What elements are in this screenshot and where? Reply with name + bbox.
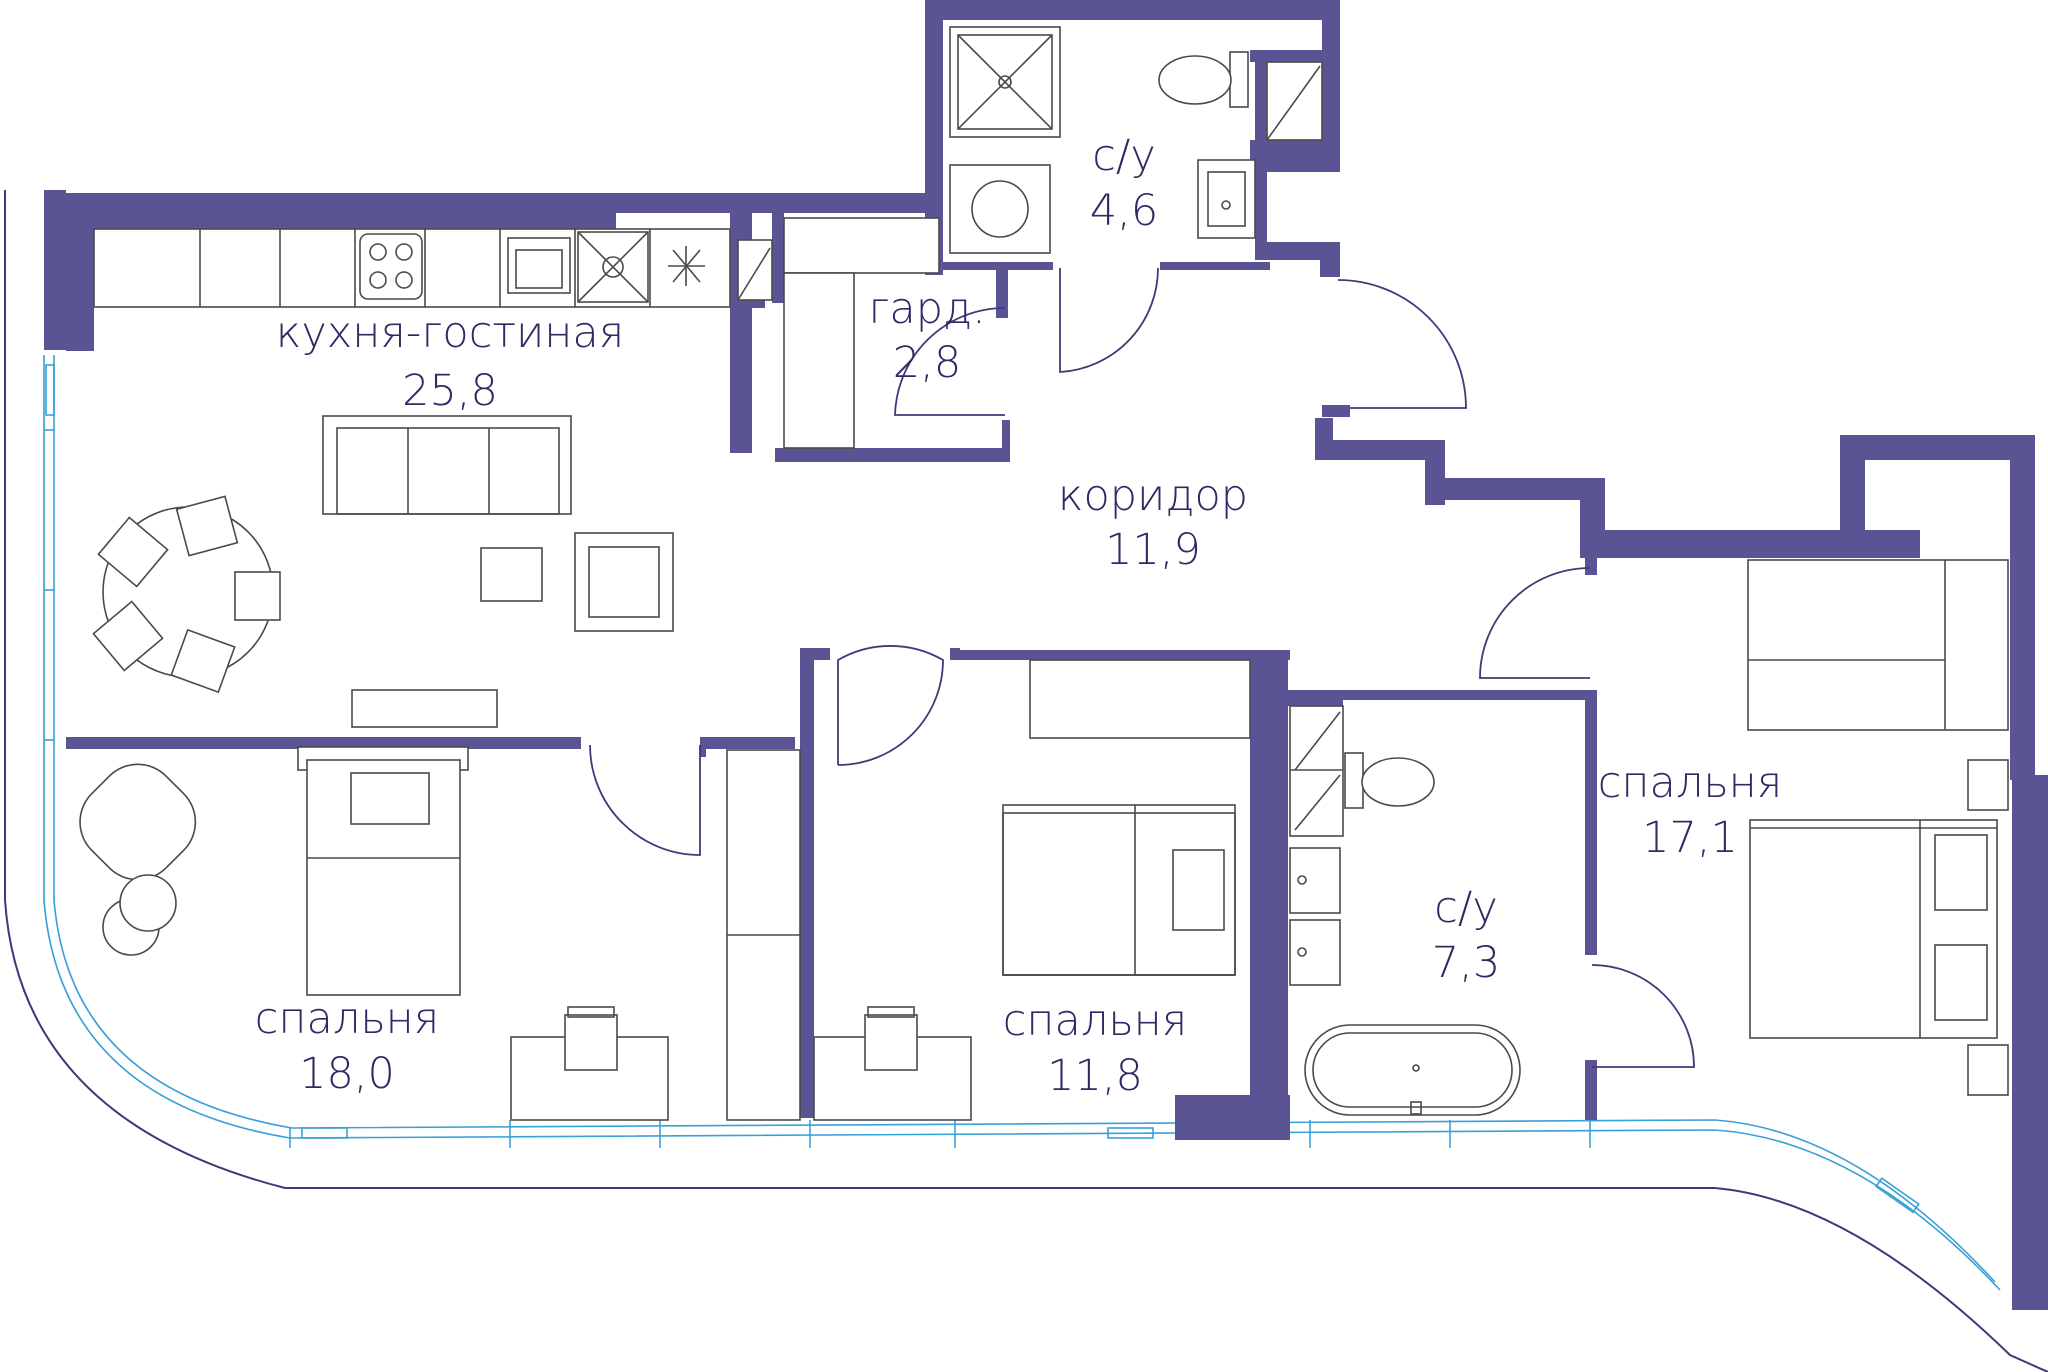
room-name-corridor: коридор: [1058, 471, 1248, 521]
wardrobe-middle: [1029, 659, 1251, 739]
facade-glazing: [4, 190, 2048, 1372]
desk-middle: [813, 1006, 972, 1121]
room-name-kitchen-living: кухня-гостиная: [276, 308, 624, 358]
toilet-1: [1158, 51, 1249, 108]
kitchen-counter: [93, 228, 731, 308]
washbasin-1: [1197, 159, 1256, 239]
room-area-bedroom-right: 17,1: [1642, 813, 1738, 863]
coffee-table: [480, 547, 543, 602]
bathroom-cabinet-2: [1289, 705, 1344, 837]
wardrobe-rack: [783, 272, 855, 449]
desk-left: [510, 1006, 669, 1121]
room-area-corridor: 11,9: [1105, 525, 1201, 575]
sink-icon: [507, 237, 571, 294]
doors: [589, 267, 1695, 1068]
room-name-bathroom-1: с/у: [1092, 131, 1156, 181]
cooktop-icon: [359, 233, 423, 300]
wardrobe-shelf: [783, 217, 940, 274]
room-name-wardrobe: гард.: [868, 284, 986, 334]
fan-icon: [668, 246, 705, 286]
room-area-bathroom-2: 7,3: [1432, 938, 1500, 988]
room-area-bedroom-left: 18,0: [299, 1049, 395, 1099]
room-area-bedroom-middle: 11,8: [1047, 1051, 1143, 1101]
toilet-2: [1344, 752, 1435, 809]
sofa: [322, 415, 572, 515]
washer: [949, 164, 1051, 254]
shower: [949, 26, 1061, 138]
armchair: [574, 532, 674, 632]
room-name-bathroom-2: с/у: [1434, 883, 1498, 933]
tv-stand: [351, 689, 498, 728]
bed-right: [1749, 759, 2009, 1096]
room-area-bathroom-1: 4,6: [1090, 186, 1158, 236]
bed-left: [297, 746, 469, 996]
wardrobe-right: [1747, 559, 2009, 731]
room-name-bedroom-left: спальня: [255, 994, 440, 1044]
room-area-wardrobe: 2,8: [893, 338, 961, 388]
bathtub: [1304, 1024, 1521, 1116]
dining-table: [92, 495, 281, 694]
room-area-kitchen-living: 25,8: [402, 366, 498, 416]
armchair-round: [79, 763, 197, 956]
washbasin-2: [1289, 847, 1341, 986]
room-labels: кухня-гостиная 25,8 с/у 4,6 гард. 2,8 ко…: [255, 131, 1783, 1101]
closet-left: [726, 749, 801, 1121]
room-name-bedroom-middle: спальня: [1003, 996, 1188, 1046]
room-name-bedroom-right: спальня: [1598, 758, 1783, 808]
bed-middle: [1002, 804, 1236, 976]
